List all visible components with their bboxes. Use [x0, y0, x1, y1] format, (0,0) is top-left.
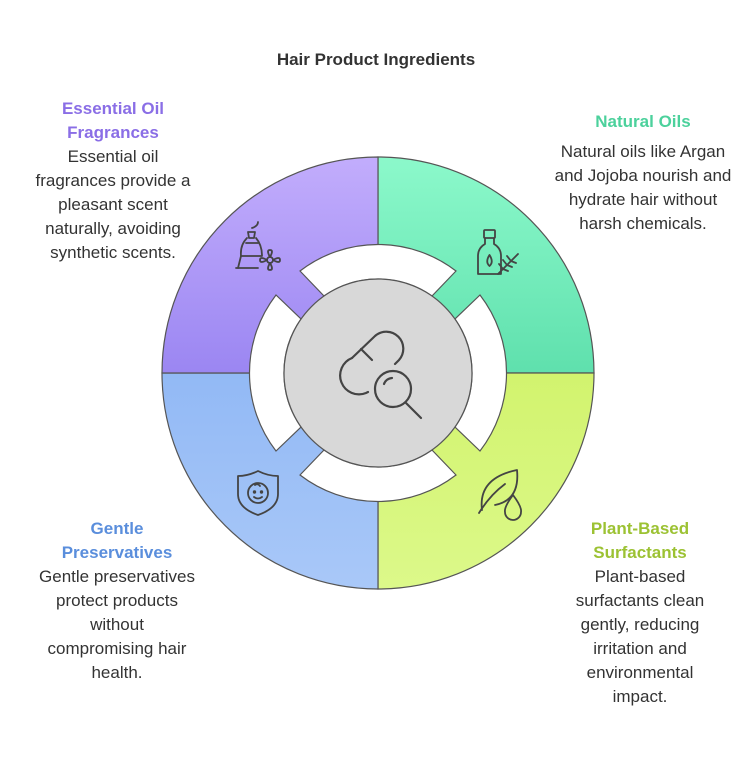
body-essential-oil-fragrances: Essential oil fragrances provide a pleas… [35, 147, 191, 262]
block-plant-based-surfactants: Plant-Based Surfactants Plant-based surf… [545, 517, 735, 709]
heading-essential-oil-fragrances: Essential Oil Fragrances [61, 99, 165, 142]
body-plant-based-surfactants: Plant-based surfactants clean gently, re… [575, 567, 705, 706]
diagram-title: Hair Product Ingredients [276, 50, 476, 69]
body-natural-oils: Natural oils like Argan and Jojoba nouri… [554, 142, 732, 233]
inner-ring [248, 243, 508, 503]
heading-gentle-preservatives: Gentle Preservatives [61, 519, 173, 562]
heading-plant-based-surfactants: Plant-Based Surfactants [590, 519, 690, 562]
baby-shield-icon [237, 470, 279, 516]
leaf-drop-icon [478, 469, 522, 521]
block-natural-oils: Natural Oils Natural oils like Argan and… [548, 110, 738, 236]
block-gentle-preservatives: Gentle Preservatives Gentle preservative… [22, 517, 212, 685]
body-gentle-preservatives: Gentle preservatives protect products wi… [39, 567, 195, 682]
perfume-flower-icon [235, 221, 281, 271]
oil-bottle-herb-icon [477, 229, 519, 275]
block-essential-oil-fragrances: Essential Oil Fragrances Essential oil f… [18, 97, 208, 265]
heading-natural-oils: Natural Oils [595, 112, 691, 131]
center-circle [283, 278, 473, 468]
capsule-magnifier-icon [339, 330, 423, 420]
